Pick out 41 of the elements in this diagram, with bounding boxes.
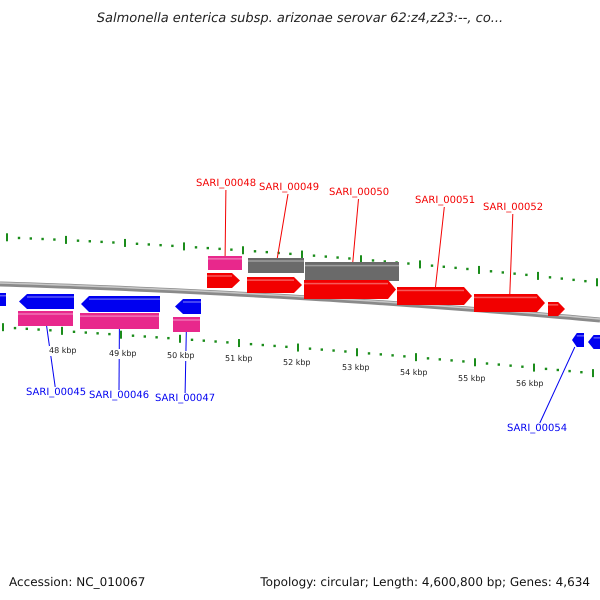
scale-label: 55 kbp [458, 374, 486, 384]
map-title: Salmonella enterica subsp. arizonae serovar 62:z4,z23:--, co... [96, 11, 504, 26]
scale-label: 56 kbp [516, 379, 544, 389]
feature-block [173, 317, 200, 332]
scale-label: 48 kbp [49, 346, 77, 356]
gene-label: SARI_00054 [507, 423, 568, 435]
gene-label: SARI_00050 [329, 187, 390, 199]
scale-label: 51 kbp [225, 354, 253, 364]
scale-label: 53 kbp [342, 363, 370, 373]
gene-feature [207, 273, 240, 288]
gene-feature [548, 302, 565, 316]
feature-block [305, 262, 399, 281]
scale-label: 52 kbp [283, 358, 311, 368]
gene-label: SARI_00052 [483, 202, 544, 214]
feature-block [18, 311, 73, 326]
map-info-text: Topology: circular; Length: 4,600,800 bp; Genes: 4,634 [260, 575, 590, 589]
feature-block [0, 293, 6, 306]
leader-line [435, 206, 445, 288]
leader-line [509, 214, 514, 294]
gene-feature [247, 277, 302, 293]
scale-label: 49 kbp [109, 349, 137, 359]
gene-feature [304, 280, 396, 299]
gene-label: SARI_00047 [155, 393, 216, 405]
gene-label: SARI_00048 [196, 178, 256, 190]
feature-block [80, 313, 159, 329]
leader-line [276, 194, 288, 258]
map-info-text: Accession: NC_010067 [9, 575, 146, 589]
leader-line [539, 346, 576, 424]
gene-label: SARI_00049 [259, 182, 320, 194]
gene-feature [397, 287, 472, 305]
gene-label: SARI_00051 [415, 195, 476, 207]
gene-label: SARI_00046 [89, 390, 150, 402]
feature-block [248, 258, 304, 273]
gene-label: SARI_00045 [26, 387, 86, 399]
feature-block [208, 256, 242, 270]
leader-line [224, 190, 226, 256]
scale-label: 54 kbp [400, 368, 428, 378]
gene-feature [474, 294, 545, 312]
leader-line [352, 198, 359, 262]
scale-label: 50 kbp [167, 351, 195, 361]
gene-feature [588, 335, 600, 349]
